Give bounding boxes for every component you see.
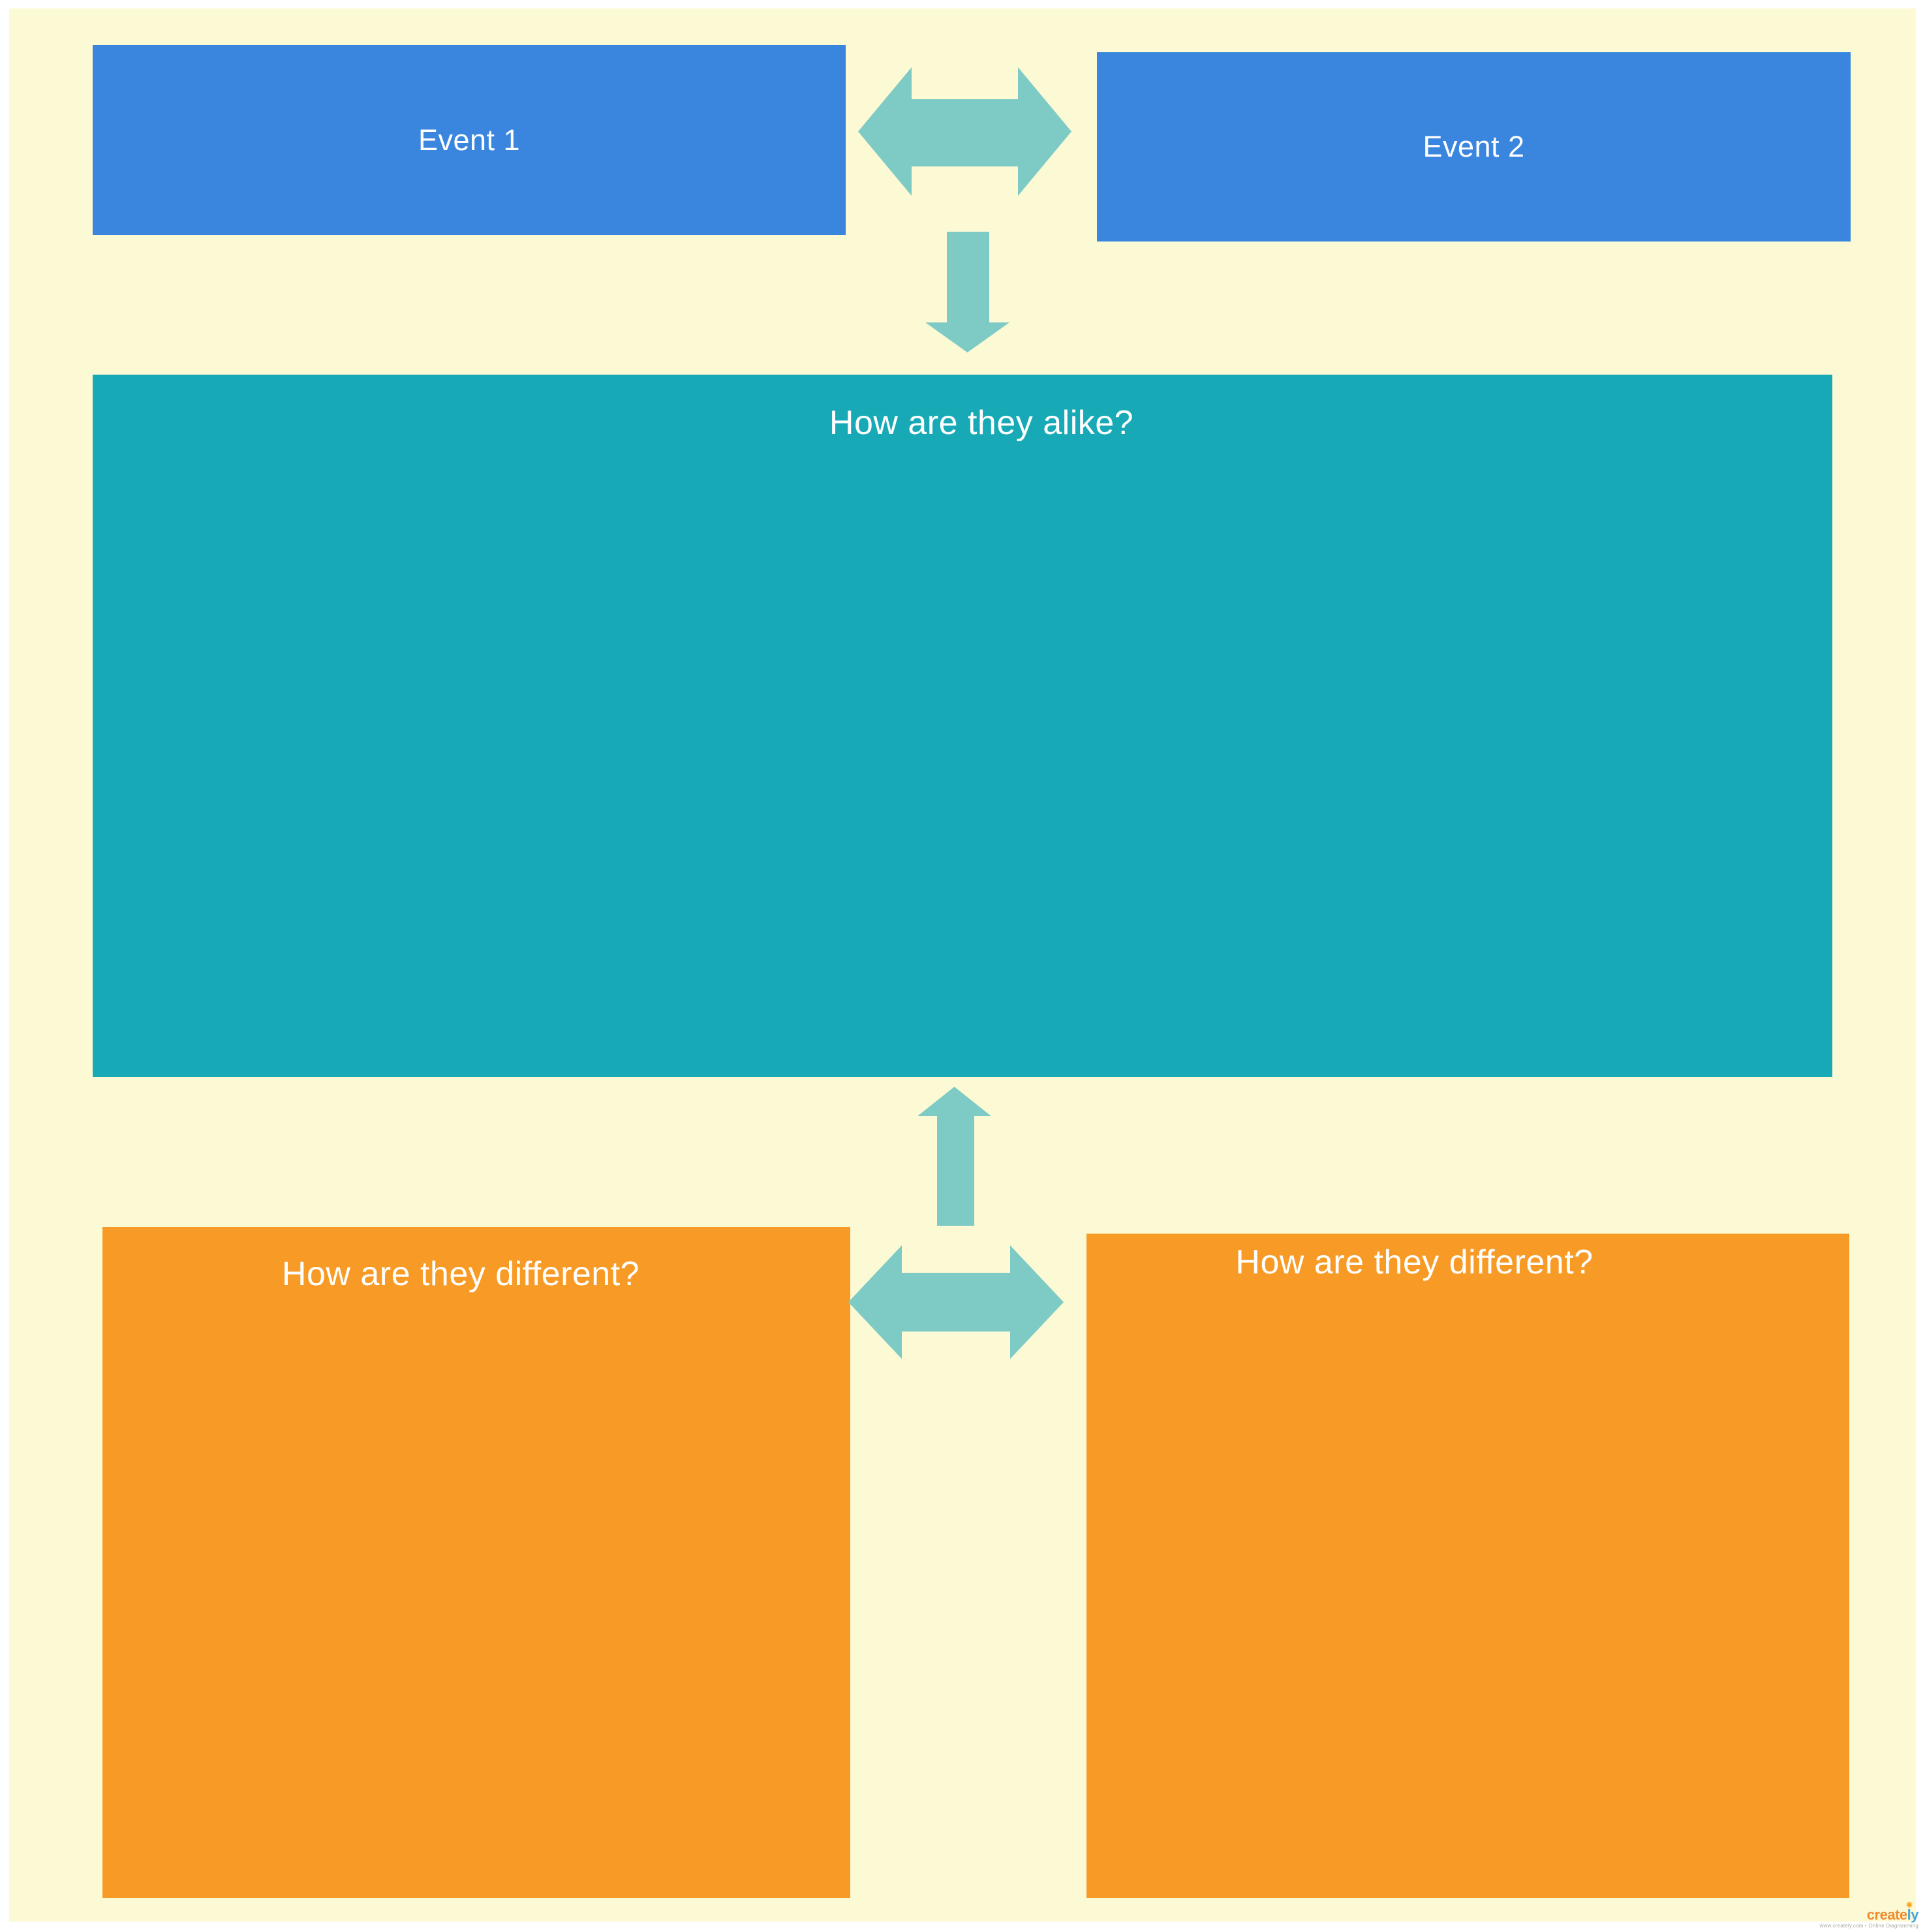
up-arrow[interactable] — [917, 1087, 991, 1226]
creately-watermark: ✺creately www.creately.com • Online Diag… — [1819, 1901, 1919, 1929]
event2-label: Event 2 — [1423, 130, 1525, 163]
down-arrow[interactable] — [925, 232, 1009, 352]
sparkle-icon: ✺ — [1905, 1900, 1913, 1910]
watermark-tagline: www.creately.com • Online Diagramming — [1819, 1923, 1918, 1929]
alike-box[interactable]: How are they alike? — [93, 375, 1832, 1077]
diff-right-label: How are they different? — [1235, 1243, 1594, 1281]
diff-right-box[interactable]: How are they different? — [1086, 1234, 1849, 1898]
horizontal-double-arrow-top[interactable] — [858, 67, 1071, 196]
horizontal-double-arrow-bottom[interactable] — [848, 1245, 1064, 1359]
creately-logo-ly: ly — [1907, 1907, 1919, 1923]
diff-left-box[interactable]: How are they different? — [102, 1227, 850, 1898]
event1-label: Event 1 — [418, 123, 521, 157]
event1-box[interactable]: Event 1 — [93, 45, 846, 235]
creately-logo-link[interactable]: ✺creately — [1866, 1901, 1919, 1923]
event2-box[interactable]: Event 2 — [1097, 52, 1851, 242]
diff-left-label: How are they different? — [281, 1255, 640, 1293]
alike-label: How are they alike? — [829, 404, 1134, 442]
canvas-background: Event 1 Event 2 How are they alike? How … — [9, 8, 1916, 1922]
creately-logo-create: create — [1866, 1907, 1907, 1923]
